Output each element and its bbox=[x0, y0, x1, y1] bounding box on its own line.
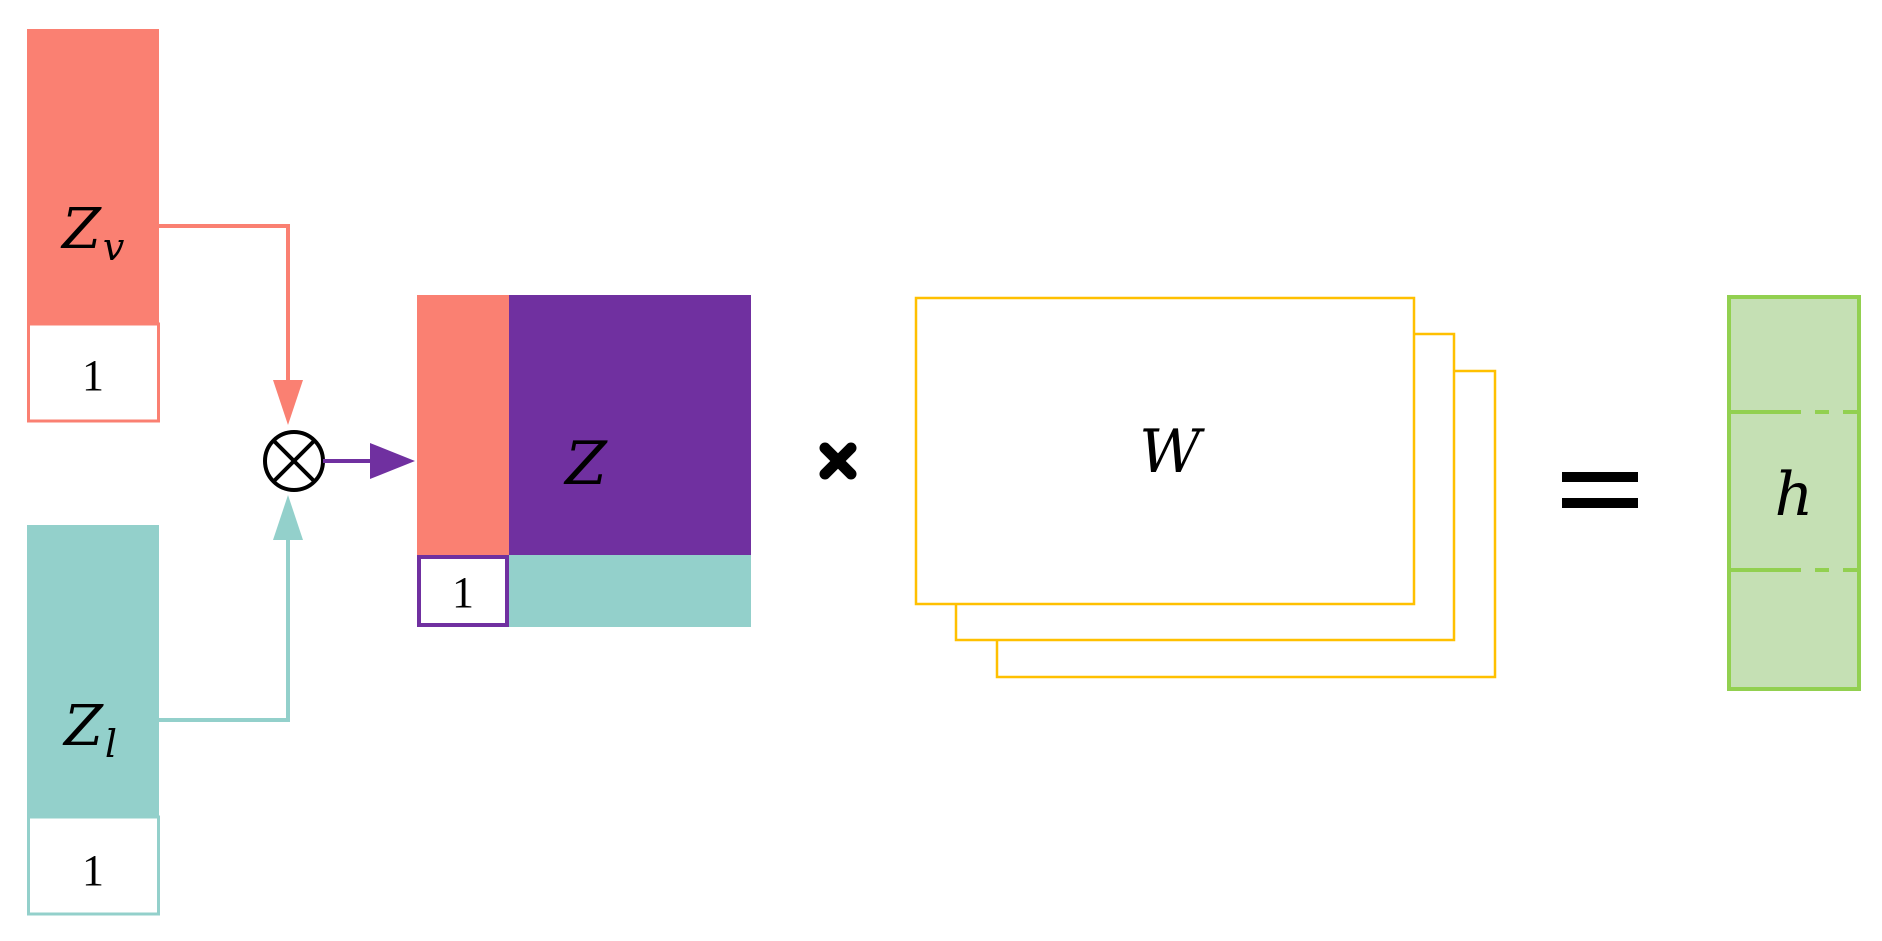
zv-subscript: v bbox=[103, 225, 125, 269]
zl-one-cell bbox=[27, 815, 160, 916]
zl-block: Zl 1 bbox=[27, 525, 160, 916]
multiply-icon bbox=[819, 442, 857, 480]
connector-zv bbox=[159, 224, 303, 425]
z-matrix-label: Z bbox=[563, 429, 608, 499]
zv-label: Zv bbox=[60, 197, 125, 269]
w-stack: W bbox=[914, 296, 1497, 679]
z-matrix-one-label: 1 bbox=[452, 568, 474, 617]
z-matrix-purple-block bbox=[509, 295, 751, 555]
connector-zl bbox=[159, 495, 303, 722]
zv-one-cell bbox=[27, 322, 160, 423]
w-layer-1 bbox=[914, 296, 1416, 606]
h-vector-box bbox=[1727, 295, 1861, 691]
zl-subscript: l bbox=[105, 722, 117, 766]
z-matrix-salmon-column bbox=[417, 295, 509, 555]
w-label: W bbox=[1139, 417, 1205, 487]
arrowhead-z bbox=[370, 443, 415, 479]
h-label: h bbox=[1775, 460, 1814, 530]
arrowhead-zv bbox=[273, 380, 303, 425]
h-vector: h bbox=[1727, 295, 1861, 691]
zl-fill bbox=[27, 525, 159, 817]
zl-one-label: 1 bbox=[82, 846, 104, 895]
z-matrix-teal-row bbox=[509, 555, 751, 627]
equals-icon bbox=[1562, 472, 1638, 508]
arrowhead-zl bbox=[273, 495, 303, 540]
zv-fill bbox=[27, 29, 159, 324]
zl-label: Zl bbox=[62, 694, 117, 766]
zv-block: Zv 1 bbox=[27, 29, 160, 423]
connector-to-z bbox=[323, 443, 415, 479]
zv-one-label: 1 bbox=[82, 351, 104, 400]
z-matrix-one-cell bbox=[417, 555, 509, 627]
z-matrix: Z 1 bbox=[417, 295, 751, 627]
tensor-product-icon bbox=[263, 430, 325, 492]
